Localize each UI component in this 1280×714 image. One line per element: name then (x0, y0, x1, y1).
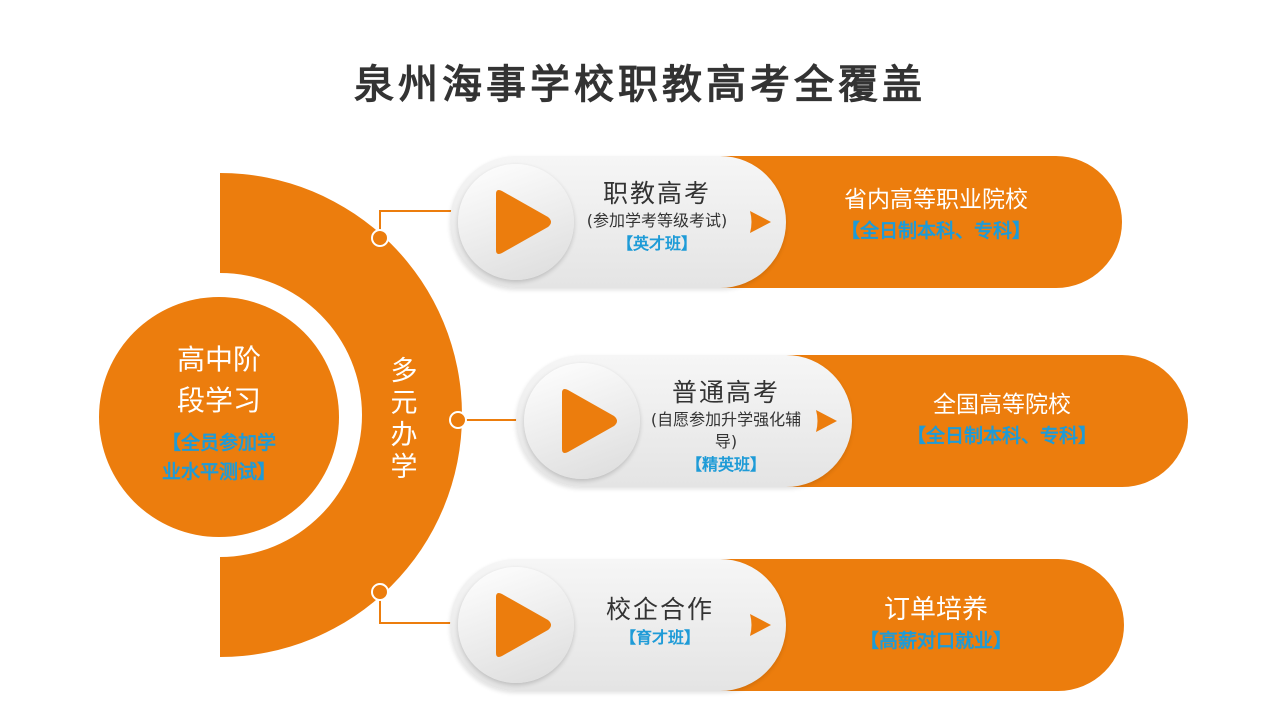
branch-outcome-tag: 【全日制本科、专科】 (840, 220, 1031, 242)
play-icon (458, 567, 574, 683)
branch-title: 普通高考 (671, 378, 780, 407)
arc-char: 元 (390, 388, 418, 419)
branch-tag: 【英才班】 (616, 234, 697, 253)
arc-char: 学 (390, 452, 418, 483)
branch-label-pill: 普通高考 (自愿参加升学强化辅导) 【精英班】 (516, 355, 852, 487)
arc-char: 办 (390, 420, 418, 451)
branch-outcome: 全国高等院校 (933, 392, 1071, 418)
center-title-line1: 高中阶 (176, 343, 261, 376)
arc-band (220, 173, 462, 657)
branch-label-pill: 职教高考 (参加学考等级考试) 【英才班】 (450, 156, 786, 288)
arrow-icon (816, 410, 837, 432)
connector-dot-top (371, 229, 389, 247)
branch-label-pill: 校企合作 【育才班】 (450, 559, 786, 691)
connector-line-top (379, 210, 455, 238)
branch-row-3: 校企合作 【育才班】 订单培养 【高薪对口就业】 (450, 559, 1124, 691)
branch-subtitle: (自愿参加升学强化辅导) (650, 410, 802, 451)
branch-title: 校企合作 (605, 595, 714, 624)
center-note-line2: 业水平测试】 (161, 461, 276, 483)
branch-tag: 【育才班】 (619, 628, 700, 647)
branch-label-text: 校企合作 【育才班】 (590, 594, 730, 650)
page-title: 泉州海事学校职教高考全覆盖 (354, 61, 926, 108)
center-title: 高中阶 段学习 (139, 339, 299, 421)
branch-tag: 【精英班】 (685, 455, 766, 474)
play-icon (524, 363, 640, 479)
connector-dot-bottom (371, 583, 389, 601)
connector-dot-middle (449, 411, 467, 429)
branch-outcome-text: 省内高等职业院校 【全日制本科、专科】 (786, 156, 1086, 288)
center-node: 高中阶 段学习 【全员参加学 业水平测试】 (99, 297, 339, 537)
branch-title: 职教高考 (602, 179, 711, 208)
arc-char: 多 (390, 356, 418, 387)
branch-outcome: 订单培养 (883, 595, 988, 625)
branch-outcome-tag: 【全日制本科、专科】 (906, 425, 1097, 447)
arc-label: 多 元 办 学 (384, 356, 424, 484)
branch-outcome-tag: 【高薪对口就业】 (859, 630, 1012, 652)
branch-row-2: 普通高考 (自愿参加升学强化辅导) 【精英班】 全国高等院校 【全日制本科、专科… (516, 355, 1188, 487)
branch-outcome-text: 订单培养 【高薪对口就业】 (786, 559, 1086, 691)
connector-line-bottom (379, 592, 455, 624)
play-icon (458, 164, 574, 280)
center-title-line2: 段学习 (176, 384, 261, 417)
arrow-icon (750, 211, 771, 233)
center-note-line1: 【全员参加学 (161, 432, 276, 454)
branch-label-text: 职教高考 (参加学考等级考试) 【英才班】 (582, 178, 732, 256)
arrow-icon (750, 614, 771, 636)
branch-outcome-text: 全国高等院校 【全日制本科、专科】 (852, 355, 1152, 487)
branch-subtitle: (参加学考等级考试) (586, 211, 728, 230)
branch-row-1: 职教高考 (参加学考等级考试) 【英才班】 省内高等职业院校 【全日制本科、专科… (450, 156, 1122, 288)
branch-outcome: 省内高等职业院校 (844, 187, 1028, 213)
center-note: 【全员参加学 业水平测试】 (139, 429, 299, 487)
branch-label-text: 普通高考 (自愿参加升学强化辅导) 【精英班】 (644, 377, 808, 477)
